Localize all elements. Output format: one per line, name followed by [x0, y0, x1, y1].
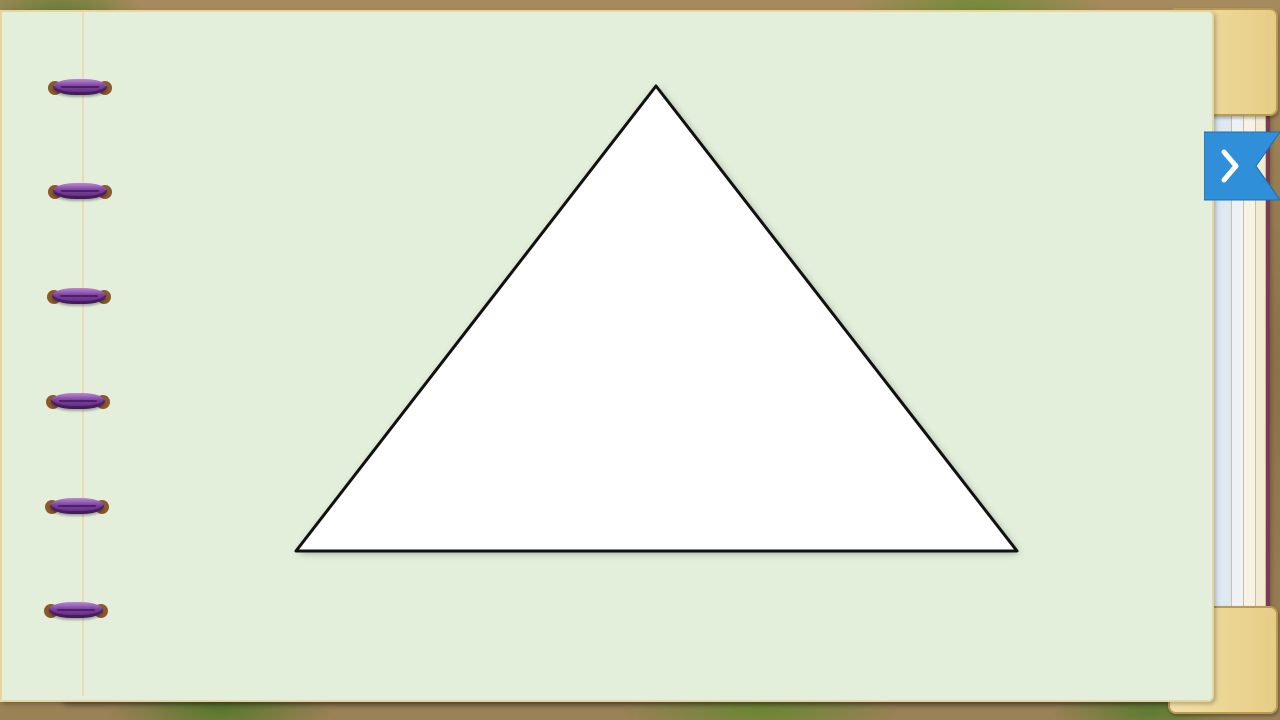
binding-ring [45, 496, 109, 518]
binding-ring [46, 391, 110, 413]
binding-ring [44, 600, 108, 622]
binding-ring [48, 181, 112, 203]
next-page-button[interactable] [1204, 130, 1280, 202]
binding-ring [47, 286, 111, 308]
binding-ring [48, 77, 112, 99]
page-margin-line [82, 12, 84, 696]
chevron-right-icon [1221, 149, 1239, 183]
